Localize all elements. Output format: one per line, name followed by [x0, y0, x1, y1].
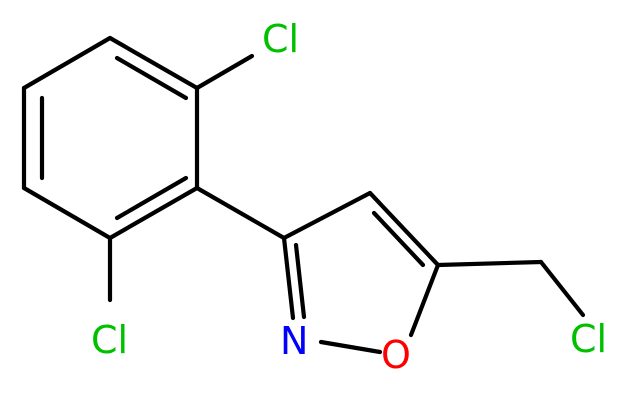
- bond-c1-c2-inner: [114, 55, 189, 101]
- bond-n-c3i-inner: [293, 242, 307, 320]
- bond-aryl-isoxazole: [194, 185, 287, 241]
- atom-cl-methyl: Cl: [570, 317, 607, 361]
- bond-ch2-cl: [538, 259, 586, 318]
- atom-cl-top: Cl: [262, 17, 299, 61]
- bond-c3i-c4i: [281, 190, 373, 241]
- bond-c5i-o: [408, 262, 441, 338]
- bond-c4i-c5i: [367, 190, 441, 268]
- bond-c3-c4: [107, 185, 200, 241]
- bond-c4i-c5i-inner: [371, 210, 426, 268]
- bond-o-n: [318, 339, 383, 355]
- bond-c6-c1: [21, 35, 113, 91]
- bond-c1-c2: [107, 35, 200, 91]
- atom-cl-bottom: Cl: [91, 318, 128, 362]
- bond-c3-c4-inner: [114, 175, 189, 221]
- bond-c5i-ch2: [435, 259, 544, 268]
- bond-c4-c5: [21, 185, 113, 241]
- bond-n-c3i: [281, 235, 296, 321]
- atom-n: N: [280, 319, 308, 363]
- atom-o: O: [381, 333, 411, 377]
- bond-c2-cl-top: [194, 53, 255, 91]
